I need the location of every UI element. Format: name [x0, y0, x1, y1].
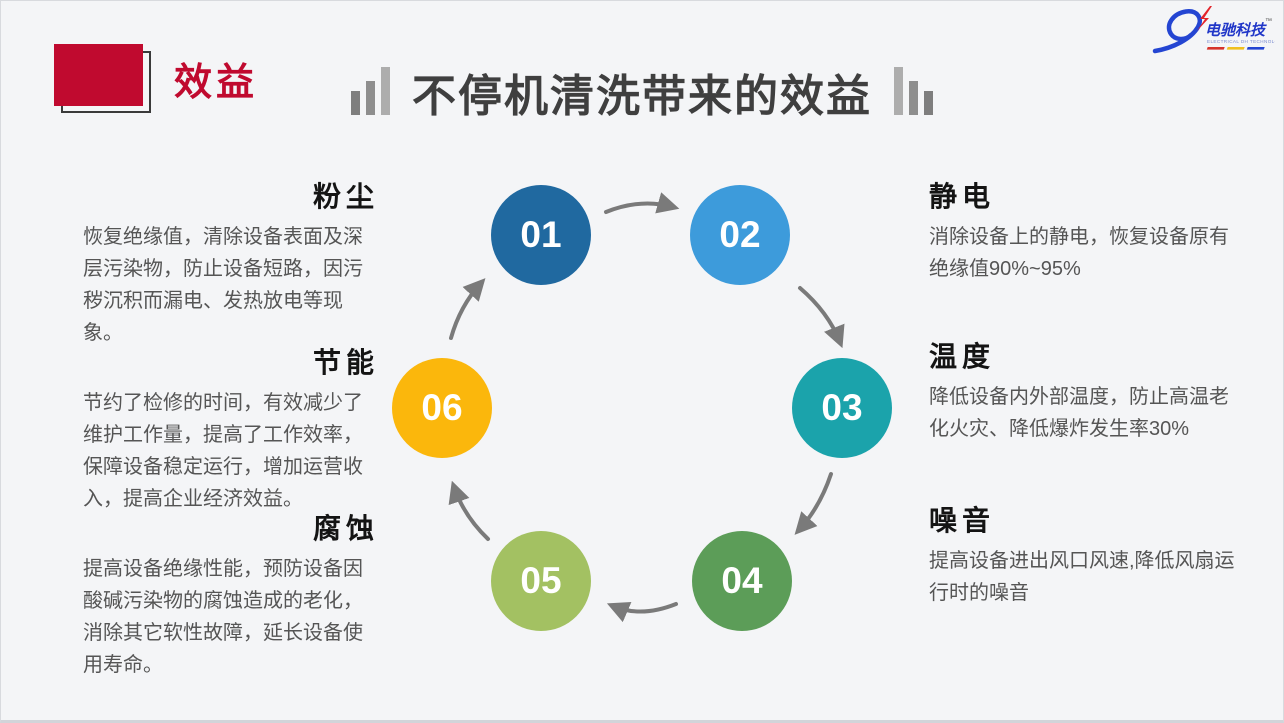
benefit-body: 提高设备进出风口风速,降低风扇运行时的噪音	[929, 550, 1235, 605]
step-circle-06: 06	[392, 358, 492, 458]
step-circle-03: 03	[792, 358, 892, 458]
benefit-heading: 腐蚀	[312, 513, 379, 544]
logo-company-name: 电驰科技	[1205, 22, 1267, 39]
benefit-heading: 粉尘	[312, 181, 379, 212]
benefit-body: 节约了检修的时间，有效减少了维护工作量，提高了工作效率，保障设备稳定运行，增加运…	[83, 392, 363, 511]
logo-lightning-icon	[1197, 6, 1212, 31]
benefit-body: 恢复绝缘值，清除设备表面及深层污染物，防止设备短路，因污秽沉积而漏电、发热放电等…	[83, 226, 363, 345]
section-badge-rect	[54, 44, 143, 106]
logo-stripes-icon	[1206, 47, 1265, 50]
benefit-body: 提高设备绝缘性能，预防设备因酸碱污染物的腐蚀造成的老化，消除其它软性故障，延长设…	[83, 558, 363, 677]
benefit-block-energy: 节能 节约了检修的时间，有效减少了维护工作量，提高了工作效率，保障设备稳定运行，…	[83, 347, 379, 515]
arrow-02-03-icon	[798, 286, 845, 349]
arrow-06-01-icon	[449, 278, 486, 340]
step-circle-05: 05	[491, 531, 591, 631]
arrow-04-05-icon	[606, 601, 678, 623]
benefit-block-noise: 噪音 提高设备进出风口风速,降低风扇运行时的噪音	[929, 505, 1239, 609]
step-circle-02: 02	[690, 185, 790, 285]
logo-caption: ELECTRICAL DH TECHNOLOGY	[1207, 39, 1275, 44]
benefit-block-static: 静电 消除设备上的静电，恢复设备原有绝缘值90%~95%	[929, 181, 1239, 285]
benefit-block-dust: 粉尘 恢复绝缘值，清除设备表面及深层污染物，防止设备短路，因污秽沉积而漏电、发热…	[83, 181, 379, 349]
logo-trademark: ™	[1265, 18, 1272, 25]
section-title: 效益	[174, 62, 259, 104]
title-row: 不停机清洗带来的效益	[1, 67, 1283, 121]
benefit-heading: 静电	[929, 181, 996, 212]
benefit-body: 消除设备上的静电，恢复设备原有绝缘值90%~95%	[929, 226, 1229, 281]
step-circle-01: 01	[491, 185, 591, 285]
benefit-body: 降低设备内外部温度，防止高温老化火灾、降低爆炸发生率30%	[929, 386, 1229, 441]
arrow-05-06-icon	[448, 480, 490, 541]
title-bars-right-icon	[894, 67, 933, 121]
logo-swoosh-icon	[1152, 9, 1203, 54]
step-circle-04: 04	[692, 531, 792, 631]
benefit-heading: 噪音	[929, 505, 996, 536]
arrow-03-04-icon	[794, 472, 833, 535]
benefit-heading: 温度	[929, 341, 996, 372]
benefit-block-corrosion: 腐蚀 提高设备绝缘性能，预防设备因酸碱污染物的腐蚀造成的老化，消除其它软性故障，…	[83, 513, 379, 681]
title-bars-left-icon	[351, 67, 390, 121]
arrow-01-02-icon	[604, 192, 680, 214]
page-title: 不停机清洗带来的效益	[412, 71, 872, 121]
benefit-heading: 节能	[312, 347, 379, 378]
company-logo: 电驰科技 ™ ELECTRICAL DH TECHNOLOGY	[1152, 6, 1275, 54]
benefit-block-temperature: 温度 降低设备内外部温度，防止高温老化火灾、降低爆炸发生率30%	[929, 341, 1239, 445]
